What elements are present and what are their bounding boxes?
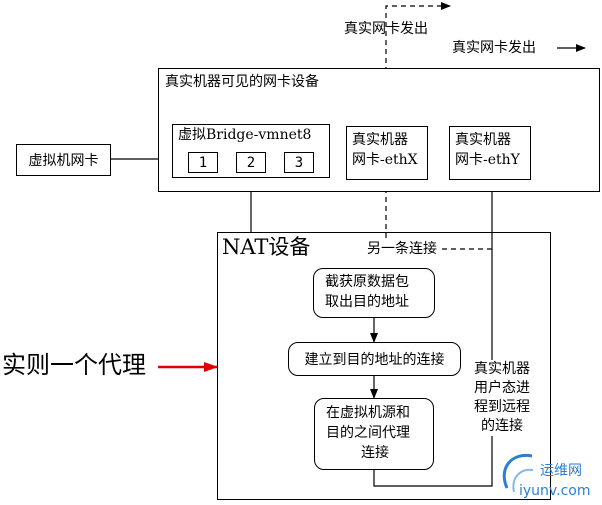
user-process-line3: 程到远程 xyxy=(474,399,530,415)
step3-line1: 在虚拟机源和 xyxy=(326,405,410,421)
user-process-line2: 用户态进 xyxy=(474,380,530,396)
ethx-line2: 网卡-ethX xyxy=(352,152,418,168)
outbound-right-label: 真实网卡发出 xyxy=(452,40,536,56)
ethy-line2: 网卡-ethY xyxy=(455,152,520,168)
step1-line1: 截获原数据包 xyxy=(325,274,409,290)
ethx-line1: 真实机器 xyxy=(352,132,408,148)
step-proxy-connection xyxy=(314,398,434,470)
ethx-box xyxy=(346,126,428,180)
watermark-name: 运维网 xyxy=(540,463,582,479)
proxy-label: 实则一个代理 xyxy=(2,351,146,379)
user-process-line1: 真实机器 xyxy=(474,361,530,377)
visible-nics-title: 真实机器可见的网卡设备 xyxy=(165,74,319,90)
user-process-line4: 的连接 xyxy=(481,418,523,434)
step-intercept-packet xyxy=(313,268,435,318)
step-establish-connection: 建立到目的地址的连接 xyxy=(288,342,461,376)
nat-title: NAT设备 xyxy=(222,235,311,259)
user-process-label: 真实机器 用户态进 程到远程 的连接 xyxy=(462,360,542,436)
bridge-label: 虚拟Bridge-vmnet8 xyxy=(178,127,312,143)
virtual-machine-nic: 虚拟机网卡 xyxy=(16,144,111,176)
another-connection-label: 另一条连接 xyxy=(365,241,439,257)
step3-line2: 目的之间代理 xyxy=(326,425,410,441)
outbound-top-label: 真实网卡发出 xyxy=(344,21,428,37)
bridge-port-2: 2 xyxy=(236,152,266,173)
watermark-url: iyunv.com xyxy=(519,483,591,499)
ethy-line1: 真实机器 xyxy=(455,132,511,148)
bridge-port-1: 1 xyxy=(188,152,218,173)
step1-line2: 取出目的地址 xyxy=(325,294,409,310)
step3-to-ethy-line xyxy=(373,179,496,487)
bridge-port-3: 3 xyxy=(284,152,314,173)
step3-line3: 连接 xyxy=(361,445,389,461)
nat-device-panel xyxy=(217,232,551,500)
ethy-box xyxy=(449,126,531,180)
